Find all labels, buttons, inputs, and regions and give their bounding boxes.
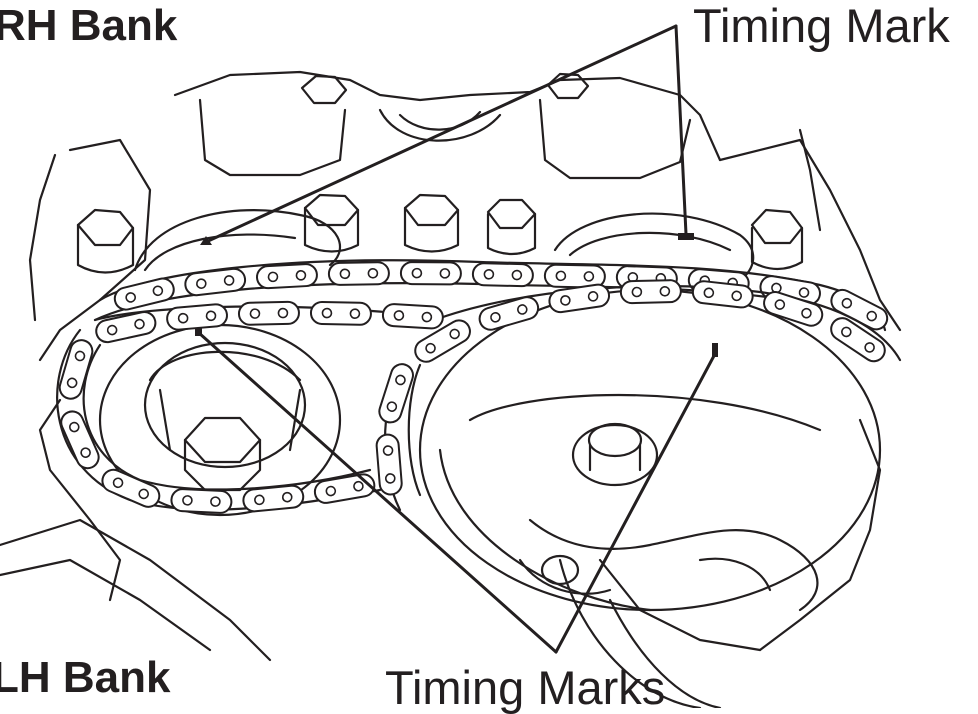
- lh-chain-link: [763, 291, 824, 327]
- rh-chain-link: [184, 267, 247, 297]
- bolt-left: [76, 208, 135, 274]
- bolt-center-1: [303, 193, 360, 253]
- lh-chain-link: [60, 410, 100, 470]
- rh-chain-link: [255, 263, 318, 290]
- lh-chain-link: [375, 433, 403, 496]
- lh-chain-link: [691, 280, 754, 309]
- lh-chain-link: [242, 484, 305, 513]
- lh-chain-link: [309, 300, 372, 326]
- lh-chain-link: [58, 339, 94, 400]
- rh-chain-link: [399, 261, 462, 286]
- lh-chain-link: [548, 283, 611, 314]
- bolt-top-right: [546, 72, 590, 100]
- lh-bank-chain: [56, 279, 902, 514]
- lh-chain-link: [381, 303, 444, 330]
- lh-chain-link: [478, 296, 540, 331]
- leader-lines-bottom: [197, 331, 718, 654]
- timing-marks-label: Timing Marks: [385, 661, 666, 714]
- lh-bank-label: LH Bank: [0, 653, 171, 702]
- lh-chain-link: [830, 317, 886, 363]
- rh-sprocket-right: [553, 212, 755, 282]
- rh-chain-link: [471, 262, 534, 288]
- leader-lines-top: [204, 24, 688, 244]
- lh-sprocket-right: [418, 288, 882, 612]
- bolt-right: [750, 208, 804, 271]
- lh-chain-link: [414, 319, 471, 363]
- timing-mark-label: Timing Mark: [693, 0, 950, 52]
- lh-chain-link: [166, 303, 228, 331]
- bolt-top-left: [300, 74, 348, 105]
- lh-chain-link: [619, 279, 682, 305]
- rh-chain-link: [113, 277, 175, 311]
- lh-chain-link: [95, 310, 157, 344]
- rh-chain-link: [327, 261, 390, 286]
- engine-block-outline: [0, 70, 902, 708]
- rh-bank-label: RH Bank: [0, 1, 178, 50]
- bolt-center-3: [486, 198, 537, 256]
- timing-mark-lh-right: [712, 343, 718, 357]
- timing-mark-rh-right: [678, 233, 694, 240]
- rh-sprocket-left: [133, 209, 341, 272]
- bolt-center-2: [403, 193, 460, 253]
- lh-chain-link: [313, 473, 376, 504]
- lh-chain-link: [101, 468, 161, 508]
- lh-chain-link: [378, 363, 414, 424]
- lh-chain-link: [170, 488, 233, 514]
- lh-chain-link: [237, 300, 300, 326]
